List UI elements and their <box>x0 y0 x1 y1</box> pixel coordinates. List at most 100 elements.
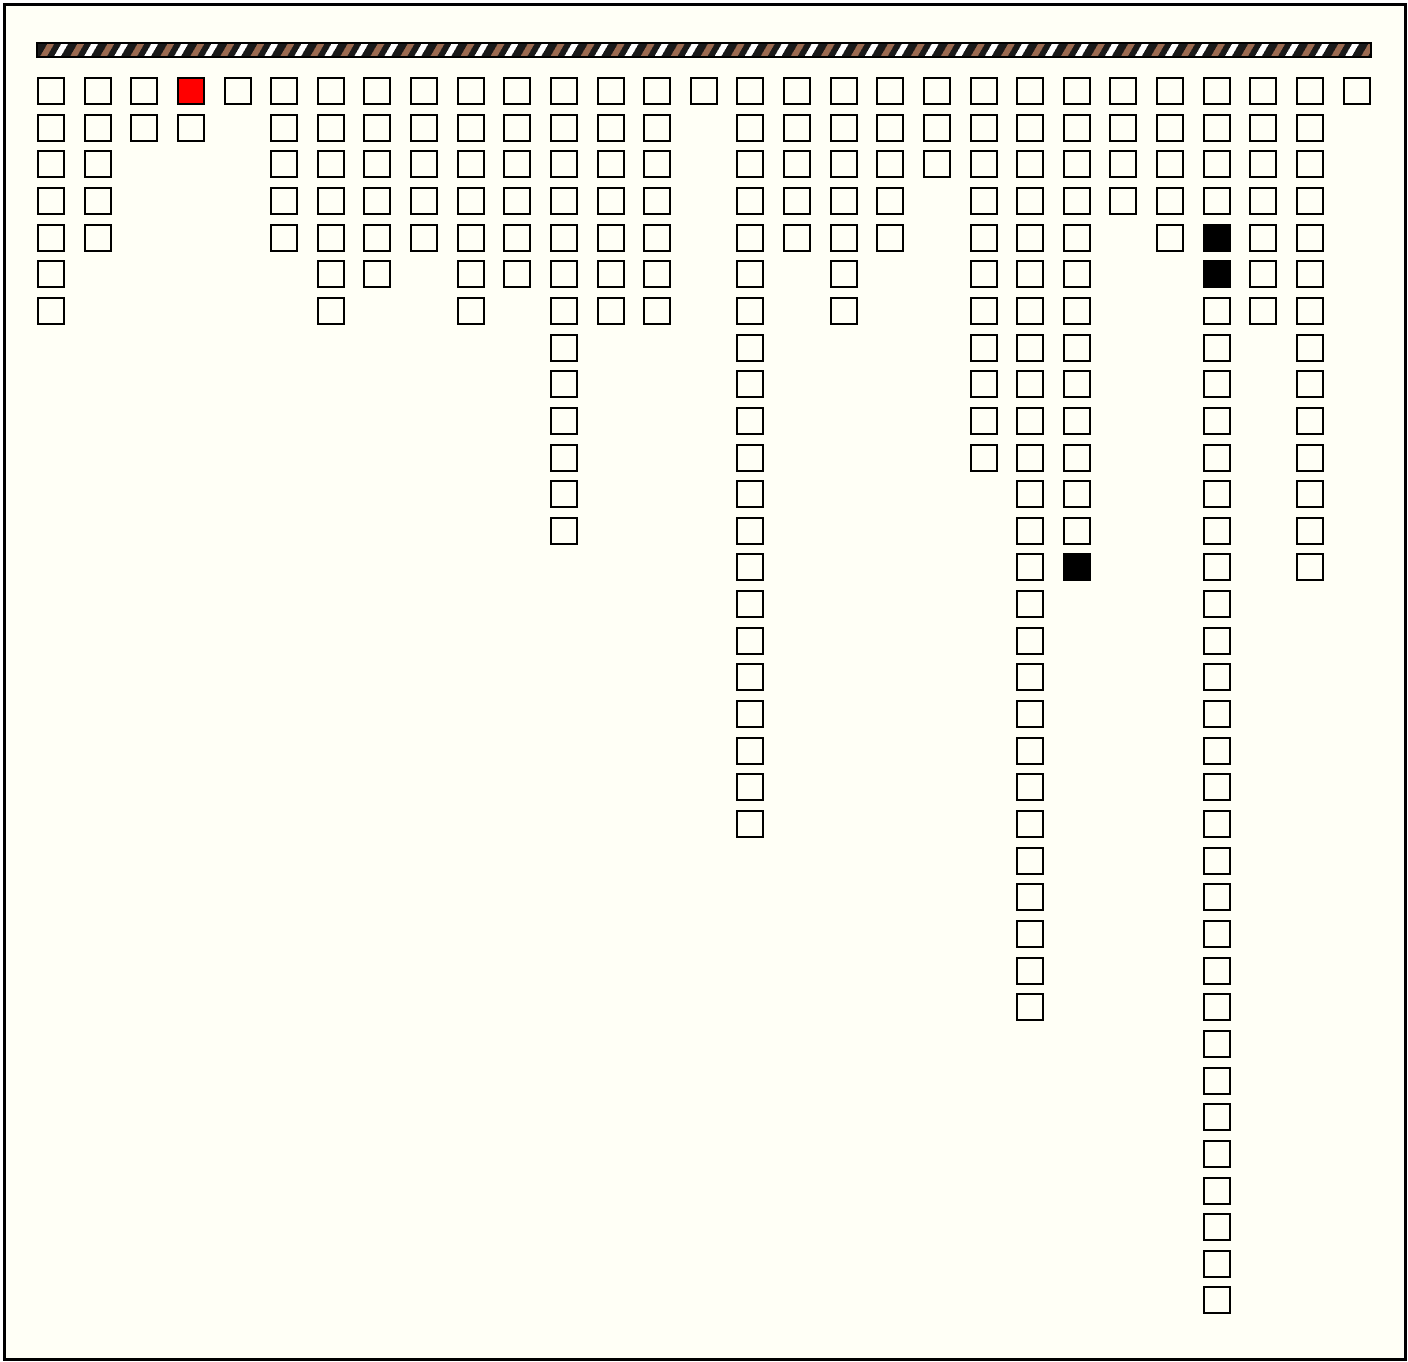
cell[interactable] <box>970 444 998 472</box>
cell[interactable] <box>84 77 112 105</box>
cell[interactable] <box>736 224 764 252</box>
cell[interactable] <box>1296 480 1324 508</box>
cell[interactable] <box>1016 773 1044 801</box>
cell[interactable] <box>1016 224 1044 252</box>
cell[interactable] <box>1296 187 1324 215</box>
cell[interactable] <box>736 517 764 545</box>
cell[interactable] <box>1063 444 1091 472</box>
cell[interactable] <box>550 150 578 178</box>
cell[interactable] <box>1203 663 1231 691</box>
cell[interactable] <box>130 77 158 105</box>
cell[interactable] <box>363 77 391 105</box>
cell[interactable] <box>1156 77 1184 105</box>
cell[interactable] <box>783 224 811 252</box>
cell[interactable] <box>1203 700 1231 728</box>
cell[interactable] <box>1016 663 1044 691</box>
cell[interactable] <box>317 150 345 178</box>
cell[interactable] <box>363 150 391 178</box>
cell[interactable] <box>643 297 671 325</box>
cell[interactable] <box>1109 77 1137 105</box>
cell[interactable] <box>1109 187 1137 215</box>
cell[interactable] <box>1203 480 1231 508</box>
cell[interactable] <box>1296 77 1324 105</box>
cell[interactable] <box>783 150 811 178</box>
cell[interactable] <box>84 224 112 252</box>
cell[interactable] <box>736 114 764 142</box>
cell[interactable] <box>736 663 764 691</box>
cell[interactable] <box>1016 334 1044 362</box>
cell[interactable] <box>457 297 485 325</box>
cell[interactable] <box>1016 553 1044 581</box>
filled-cell[interactable] <box>1063 553 1091 581</box>
cell[interactable] <box>876 150 904 178</box>
cell[interactable] <box>1016 370 1044 398</box>
cell[interactable] <box>830 260 858 288</box>
cell[interactable] <box>550 224 578 252</box>
cell[interactable] <box>1203 810 1231 838</box>
cell[interactable] <box>597 297 625 325</box>
cell[interactable] <box>1296 444 1324 472</box>
cell[interactable] <box>1203 847 1231 875</box>
cell[interactable] <box>1016 150 1044 178</box>
cell[interactable] <box>84 187 112 215</box>
cell[interactable] <box>1203 1140 1231 1168</box>
cell[interactable] <box>1016 700 1044 728</box>
cell[interactable] <box>736 297 764 325</box>
cell[interactable] <box>1203 1177 1231 1205</box>
cell[interactable] <box>1296 334 1324 362</box>
cell[interactable] <box>597 260 625 288</box>
cell[interactable] <box>876 224 904 252</box>
cell[interactable] <box>1249 114 1277 142</box>
cell[interactable] <box>457 187 485 215</box>
cell[interactable] <box>1203 114 1231 142</box>
cell[interactable] <box>783 187 811 215</box>
cell[interactable] <box>1063 224 1091 252</box>
cell[interactable] <box>1016 737 1044 765</box>
cell[interactable] <box>550 114 578 142</box>
cell[interactable] <box>1016 260 1044 288</box>
cell[interactable] <box>410 114 438 142</box>
cell[interactable] <box>317 260 345 288</box>
cell[interactable] <box>1109 114 1137 142</box>
cell[interactable] <box>1249 297 1277 325</box>
cell[interactable] <box>1016 114 1044 142</box>
cell[interactable] <box>597 77 625 105</box>
cell[interactable] <box>37 114 65 142</box>
cell[interactable] <box>1203 297 1231 325</box>
cell[interactable] <box>410 150 438 178</box>
cell[interactable] <box>550 334 578 362</box>
cell[interactable] <box>1296 114 1324 142</box>
cell[interactable] <box>270 224 298 252</box>
cell[interactable] <box>1203 627 1231 655</box>
cell[interactable] <box>317 297 345 325</box>
cell[interactable] <box>736 590 764 618</box>
cell[interactable] <box>1203 444 1231 472</box>
cell[interactable] <box>736 407 764 435</box>
filled-cell[interactable] <box>1203 260 1231 288</box>
cell[interactable] <box>736 187 764 215</box>
cell[interactable] <box>1156 150 1184 178</box>
cell[interactable] <box>503 187 531 215</box>
cell[interactable] <box>1203 1030 1231 1058</box>
cell[interactable] <box>1016 187 1044 215</box>
cell[interactable] <box>690 77 718 105</box>
cell[interactable] <box>37 150 65 178</box>
cell[interactable] <box>1249 150 1277 178</box>
cell[interactable] <box>37 224 65 252</box>
cell[interactable] <box>1063 297 1091 325</box>
cell[interactable] <box>1203 370 1231 398</box>
cell[interactable] <box>503 260 531 288</box>
cell[interactable] <box>1016 993 1044 1021</box>
cell[interactable] <box>37 260 65 288</box>
cell[interactable] <box>1016 627 1044 655</box>
cell[interactable] <box>1063 407 1091 435</box>
cell[interactable] <box>597 224 625 252</box>
cell[interactable] <box>550 297 578 325</box>
cell[interactable] <box>317 114 345 142</box>
cell[interactable] <box>270 187 298 215</box>
cell[interactable] <box>1016 920 1044 948</box>
cell[interactable] <box>550 517 578 545</box>
cell[interactable] <box>1156 187 1184 215</box>
cell[interactable] <box>923 77 951 105</box>
cell[interactable] <box>130 114 158 142</box>
